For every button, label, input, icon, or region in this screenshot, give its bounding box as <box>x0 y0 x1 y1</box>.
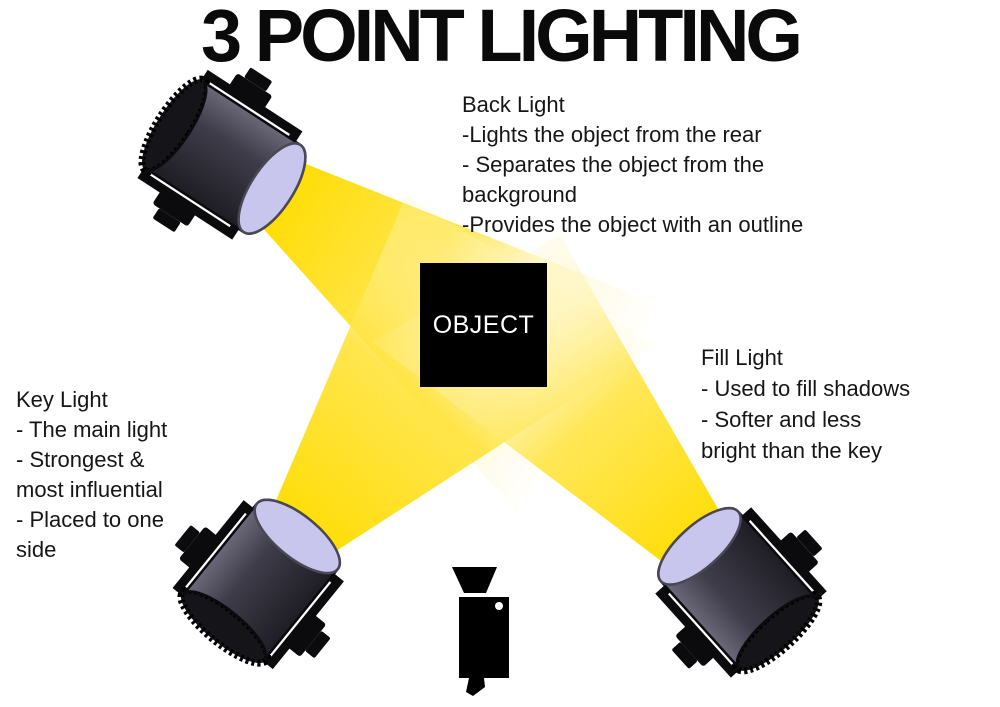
key-light-line: - The main light <box>16 417 168 442</box>
key-light-line: most influential <box>16 477 163 502</box>
fill-light-line: - Softer and less <box>701 407 862 432</box>
camera-record-dot <box>495 602 503 610</box>
key-light-heading: Key Light <box>16 387 108 412</box>
back-light-line: -Lights the object from the rear <box>462 122 762 147</box>
page-title: 3 POINT LIGHTING <box>201 0 803 77</box>
back-light-line: -Provides the object with an outline <box>462 212 804 237</box>
back-light-line: background <box>462 182 577 207</box>
key-light-line: side <box>16 537 57 562</box>
key-light-line: - Strongest & <box>16 447 145 472</box>
camera-body <box>459 597 509 678</box>
back-light-line: - Separates the object from the <box>462 152 765 177</box>
back-light-heading: Back Light <box>462 92 565 117</box>
camera-icon <box>452 567 509 696</box>
key-light-line: - Placed to one <box>16 507 164 532</box>
fill-light-line: - Used to fill shadows <box>701 376 911 401</box>
fill-light-line: bright than the key <box>701 438 883 463</box>
camera-lens-hood <box>452 567 497 593</box>
camera-handle <box>466 678 485 696</box>
object-label: OBJECT <box>432 310 535 339</box>
fill-light-description: Fill Light - Used to fill shadows - Soft… <box>701 342 910 466</box>
back-light-description: Back Light -Lights the object from the r… <box>462 90 803 240</box>
object-box: OBJECT <box>420 263 547 387</box>
fill-light-heading: Fill Light <box>701 345 783 370</box>
key-light-description: Key Light - The main light - Strongest &… <box>16 385 167 565</box>
